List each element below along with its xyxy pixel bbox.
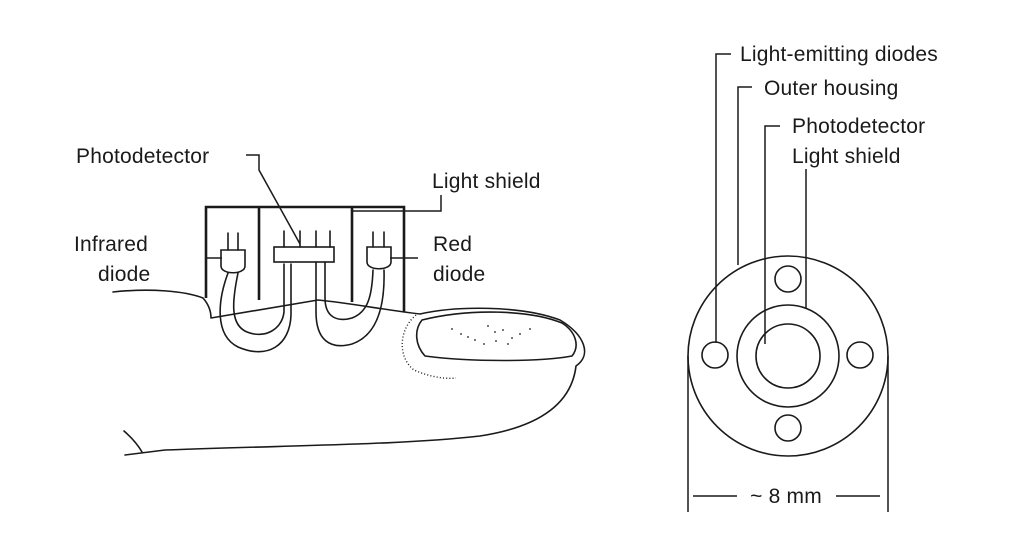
photodetector-element xyxy=(273,230,335,263)
red-diode xyxy=(315,231,392,347)
red-diode-label-line1: Red xyxy=(433,233,472,256)
fingernail xyxy=(415,311,577,362)
finger-knuckle-crease xyxy=(123,430,143,453)
dimension-label: ~ 8 mm xyxy=(750,485,822,508)
photodetector-circle xyxy=(755,323,821,389)
finger-probe-illustration: Photodetector Light shield Infrared diod… xyxy=(74,145,586,456)
photodetector-leader xyxy=(246,154,301,245)
photodetector-label-right: Photodetector xyxy=(792,115,925,138)
light-emitting-diodes-leader xyxy=(715,53,731,343)
led-bottom xyxy=(774,414,802,442)
light-shield-label: Light shield xyxy=(432,170,541,193)
sensor-face-illustration: Light-emitting diodes Outer housing Phot… xyxy=(687,43,938,512)
light-shield-leader xyxy=(352,195,442,212)
outer-housing-leader xyxy=(737,86,752,265)
light-emitting-diodes-label: Light-emitting diodes xyxy=(740,43,938,66)
led-right xyxy=(846,341,874,369)
width-dimension xyxy=(687,356,889,512)
light-shield-label-right: Light shield xyxy=(792,145,901,168)
led-left xyxy=(701,341,729,369)
infrared-diode-label-line1: Infrared xyxy=(74,233,148,256)
probe-housing xyxy=(204,205,406,312)
light-shield-ring xyxy=(736,304,840,408)
led-top xyxy=(774,265,802,293)
infrared-diode-label-line2: diode xyxy=(98,263,150,286)
finger-outline xyxy=(112,289,586,456)
red-diode-label-line2: diode xyxy=(433,263,485,286)
photodetector-leader-right xyxy=(764,125,780,344)
nail-cuticle-dots xyxy=(401,314,457,379)
outer-housing-circle xyxy=(687,255,889,457)
nail-texture-specks xyxy=(451,325,531,345)
photodetector-label: Photodetector xyxy=(76,145,209,168)
infrared-diode xyxy=(219,232,292,353)
outer-housing-label: Outer housing xyxy=(764,77,899,100)
